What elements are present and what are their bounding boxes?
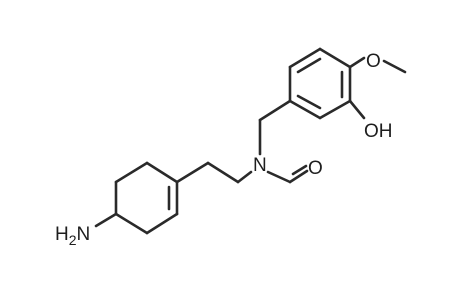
- bond: [145, 212, 179, 235]
- bond: [206, 161, 240, 184]
- bond: [288, 47, 322, 69]
- double-bond-inner: [291, 164, 308, 176]
- bond: [318, 47, 352, 69]
- amine-subscript: 2: [69, 232, 77, 248]
- bond: [266, 170, 292, 184]
- bond: [145, 161, 179, 184]
- carbonyl-oxygen-label: O: [308, 158, 323, 179]
- bond: [382, 59, 407, 74]
- aromatic-inner: [296, 94, 322, 110]
- bond: [288, 99, 322, 120]
- bond: [258, 99, 292, 122]
- bond: [236, 170, 253, 184]
- bond: [288, 169, 309, 184]
- hydroxyl-label: OH: [364, 121, 393, 142]
- aromatic-inner: [296, 57, 322, 74]
- nitrogen-label: N: [253, 155, 267, 176]
- bond: [114, 212, 149, 235]
- amine-n: N: [77, 224, 91, 245]
- bond: [175, 161, 210, 184]
- bond: [318, 99, 352, 120]
- cyclohexene-ring: [114, 161, 179, 235]
- bond: [348, 56, 366, 69]
- methoxy-oxygen-label: O: [366, 51, 381, 72]
- bond: [114, 161, 149, 184]
- benzene-ring: [288, 47, 352, 120]
- bond: [348, 99, 366, 120]
- bond: [94, 212, 118, 228]
- amine-h: H: [55, 224, 69, 245]
- amine-label: H2N: [55, 224, 90, 248]
